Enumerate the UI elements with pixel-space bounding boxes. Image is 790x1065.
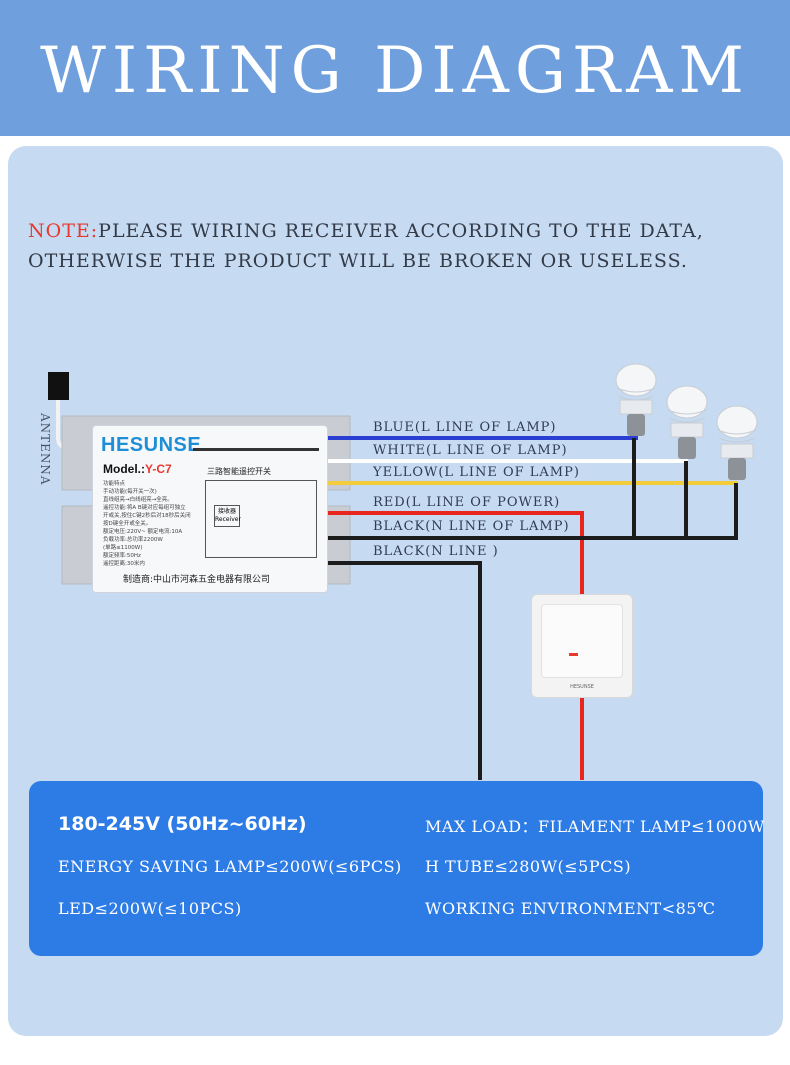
receiver-manufacturer: 制造商:中山市河森五金电器有限公司 — [123, 575, 271, 585]
switch-indicator-light — [569, 653, 578, 656]
bulb-1-icon — [615, 363, 657, 436]
antenna-tip — [48, 372, 69, 400]
brand-divider — [193, 448, 319, 451]
receiver-model: Model.:Y-C7 — [103, 462, 172, 476]
bulb-3-icon — [716, 405, 758, 480]
spec-led: LED≤200W(≤10PCS) — [58, 899, 242, 918]
spec-max-load: MAX LOAD：FILAMENT LAMP≤1000W — [425, 817, 765, 836]
wall-switch: HESUNSE — [531, 594, 633, 698]
receiver-brand: HESUNSE — [101, 434, 202, 456]
wire-label-black-neutral: BLACK(N LINE ) — [373, 544, 499, 559]
switch-key — [541, 604, 623, 678]
warning-note: NOTE:PLEASE WIRING RECEIVER ACCORDING TO… — [28, 216, 778, 276]
wire-black-neutral — [328, 561, 482, 780]
spec-environment: WORKING ENVIRONMENT<85℃ — [425, 899, 716, 918]
wire-label-white: WHITE(L LINE OF LAMP) — [373, 443, 568, 458]
specs-panel: 180-245V (50Hz~60Hz) MAX LOAD：FILAMENT L… — [29, 781, 765, 956]
spec-h-tube: H TUBE≤280W(≤5PCS) — [425, 857, 632, 876]
receiver-spec-text: 功能特点 手动功能(每开关一次) 直线组亮→白线组亮→全亮。 遥控功能:将A B… — [103, 481, 191, 567]
wire-label-yellow: YELLOW(L LINE OF LAMP) — [373, 465, 580, 480]
page-title: WIRING DIAGRAM — [40, 34, 750, 108]
bulb-2-icon — [666, 385, 708, 459]
wire-label-blue: BLUE(L LINE OF LAMP) — [373, 420, 557, 435]
note-label: NOTE: — [28, 220, 99, 242]
wire-label-red: RED(L LINE OF POWER) — [373, 495, 561, 510]
receiver-unit: HESUNSE Model.:Y-C7 三路智能遥控开关 功能特点 手动功能(每… — [92, 425, 328, 593]
receiver-title: 三路智能遥控开关 — [207, 467, 271, 476]
wire-label-black-lamp: BLACK(N LINE OF LAMP) — [373, 519, 570, 534]
wire-red — [328, 511, 584, 596]
receiver-circuit-diagram: 接收器 Receiver — [205, 480, 317, 558]
header-banner: WIRING DIAGRAM — [0, 0, 790, 136]
spec-voltage: 180-245V (50Hz~60Hz) — [58, 813, 307, 835]
note-text: PLEASE WIRING RECEIVER ACCORDING TO THE … — [28, 220, 704, 272]
switch-brand: HESUNSE — [570, 684, 594, 690]
receiver-box-label: 接收器 Receiver — [214, 505, 241, 527]
antenna-label: ANTENNA — [38, 413, 52, 486]
spec-energy-saving: ENERGY SAVING LAMP≤200W(≤6PCS) — [58, 857, 402, 876]
